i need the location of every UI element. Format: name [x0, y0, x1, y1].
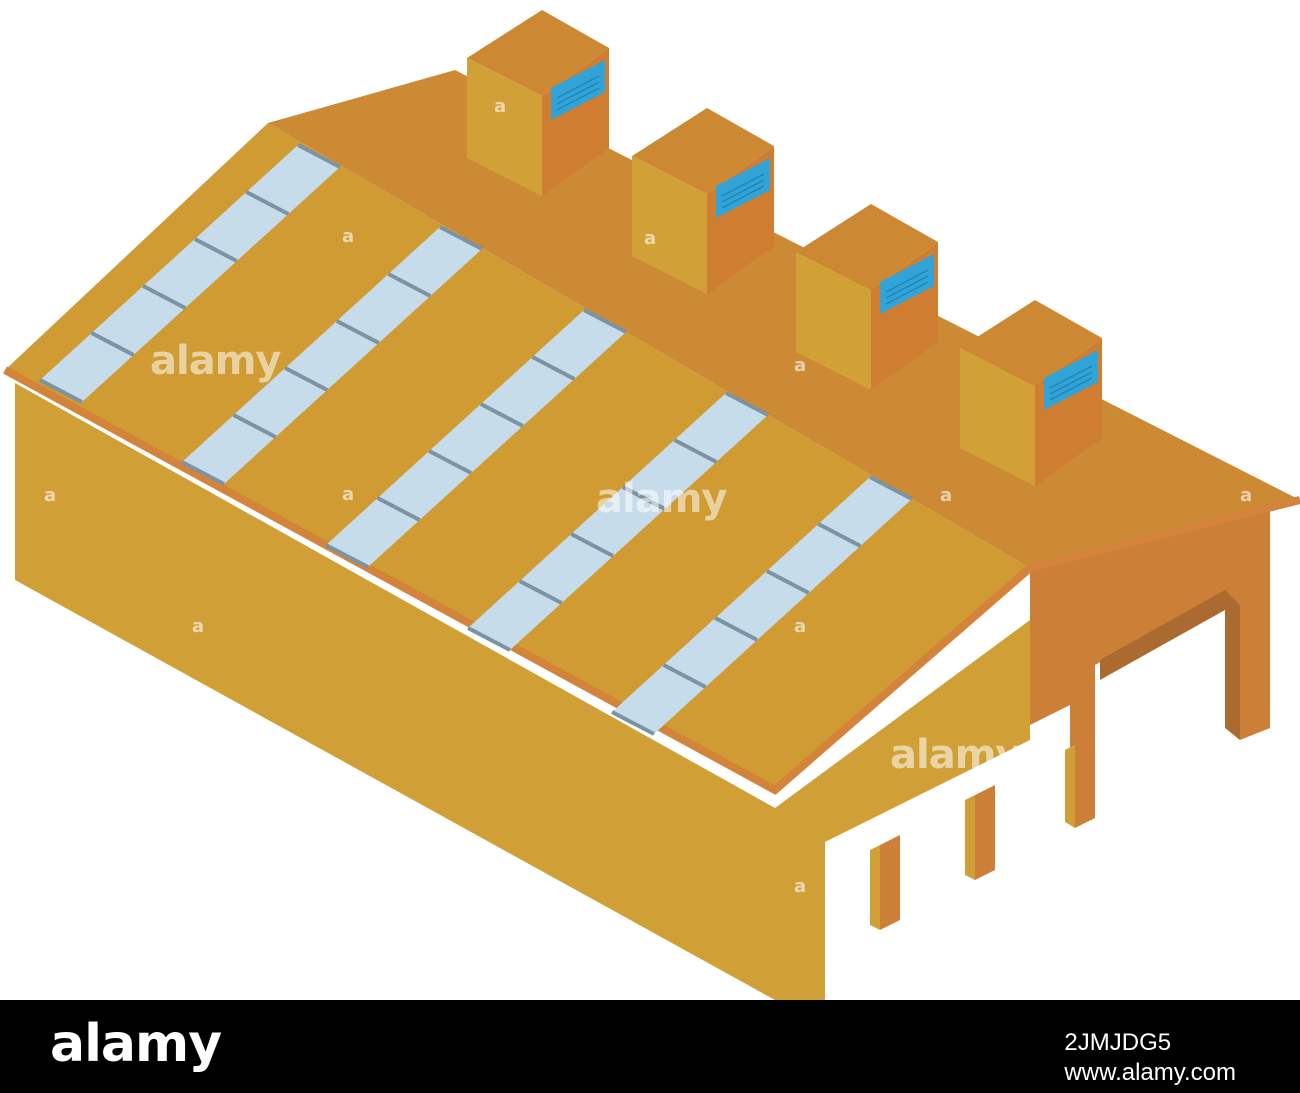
watermark-letter: a [342, 484, 355, 505]
skylight-strip [611, 475, 913, 736]
roof-eave [3, 366, 1300, 795]
watermark-letter: a [1240, 485, 1253, 506]
watermark-letter: a [44, 744, 57, 765]
front-wall-end [775, 620, 1030, 1000]
skylight-strip [467, 391, 769, 652]
vent-grille [716, 158, 770, 218]
roof-vent-box [467, 10, 609, 196]
roof-vent-box [796, 204, 938, 390]
roof-vent-box [960, 300, 1102, 486]
watermark-letter: a [794, 616, 807, 637]
watermark-letter: a [794, 355, 807, 376]
watermark-letter: a [794, 876, 807, 897]
footer-site: www.alamy.com [1064, 1059, 1236, 1086]
watermark-letter: a [494, 96, 507, 117]
roof-vent-box [632, 108, 774, 294]
watermark-text: alamy [596, 476, 727, 522]
skylight-strip [325, 308, 627, 569]
watermark-letter: a [342, 226, 355, 247]
skylights [39, 143, 913, 736]
watermark-letter: a [192, 616, 205, 637]
footer-image-id: 2JMJDG5 [1064, 1029, 1172, 1056]
stock-footer-banner: alamy 2JMJDG5 www.alamy.com [0, 1000, 1300, 1093]
watermark-letter: a [940, 485, 953, 506]
warehouse-illustration [3, 10, 1300, 1000]
vent-grille [880, 254, 934, 314]
shed-interior [1100, 590, 1240, 740]
watermark-letter: a [644, 228, 657, 249]
roof-vents [467, 10, 1102, 486]
watermark-text: alamy [890, 732, 1021, 778]
skylight-strip [181, 225, 483, 486]
footer-image-info: 2JMJDG5 www.alamy.com [1064, 1028, 1236, 1088]
front-wall [15, 383, 775, 1000]
watermark-text: alamy [150, 338, 281, 384]
vent-grille [1044, 350, 1098, 410]
footer-logo: alamy [50, 1014, 222, 1074]
support-columns [870, 735, 1095, 930]
skylight-strip [39, 143, 341, 404]
gable-wall [1030, 510, 1270, 805]
vent-grille [551, 60, 605, 120]
watermark-letter: a [44, 485, 57, 506]
